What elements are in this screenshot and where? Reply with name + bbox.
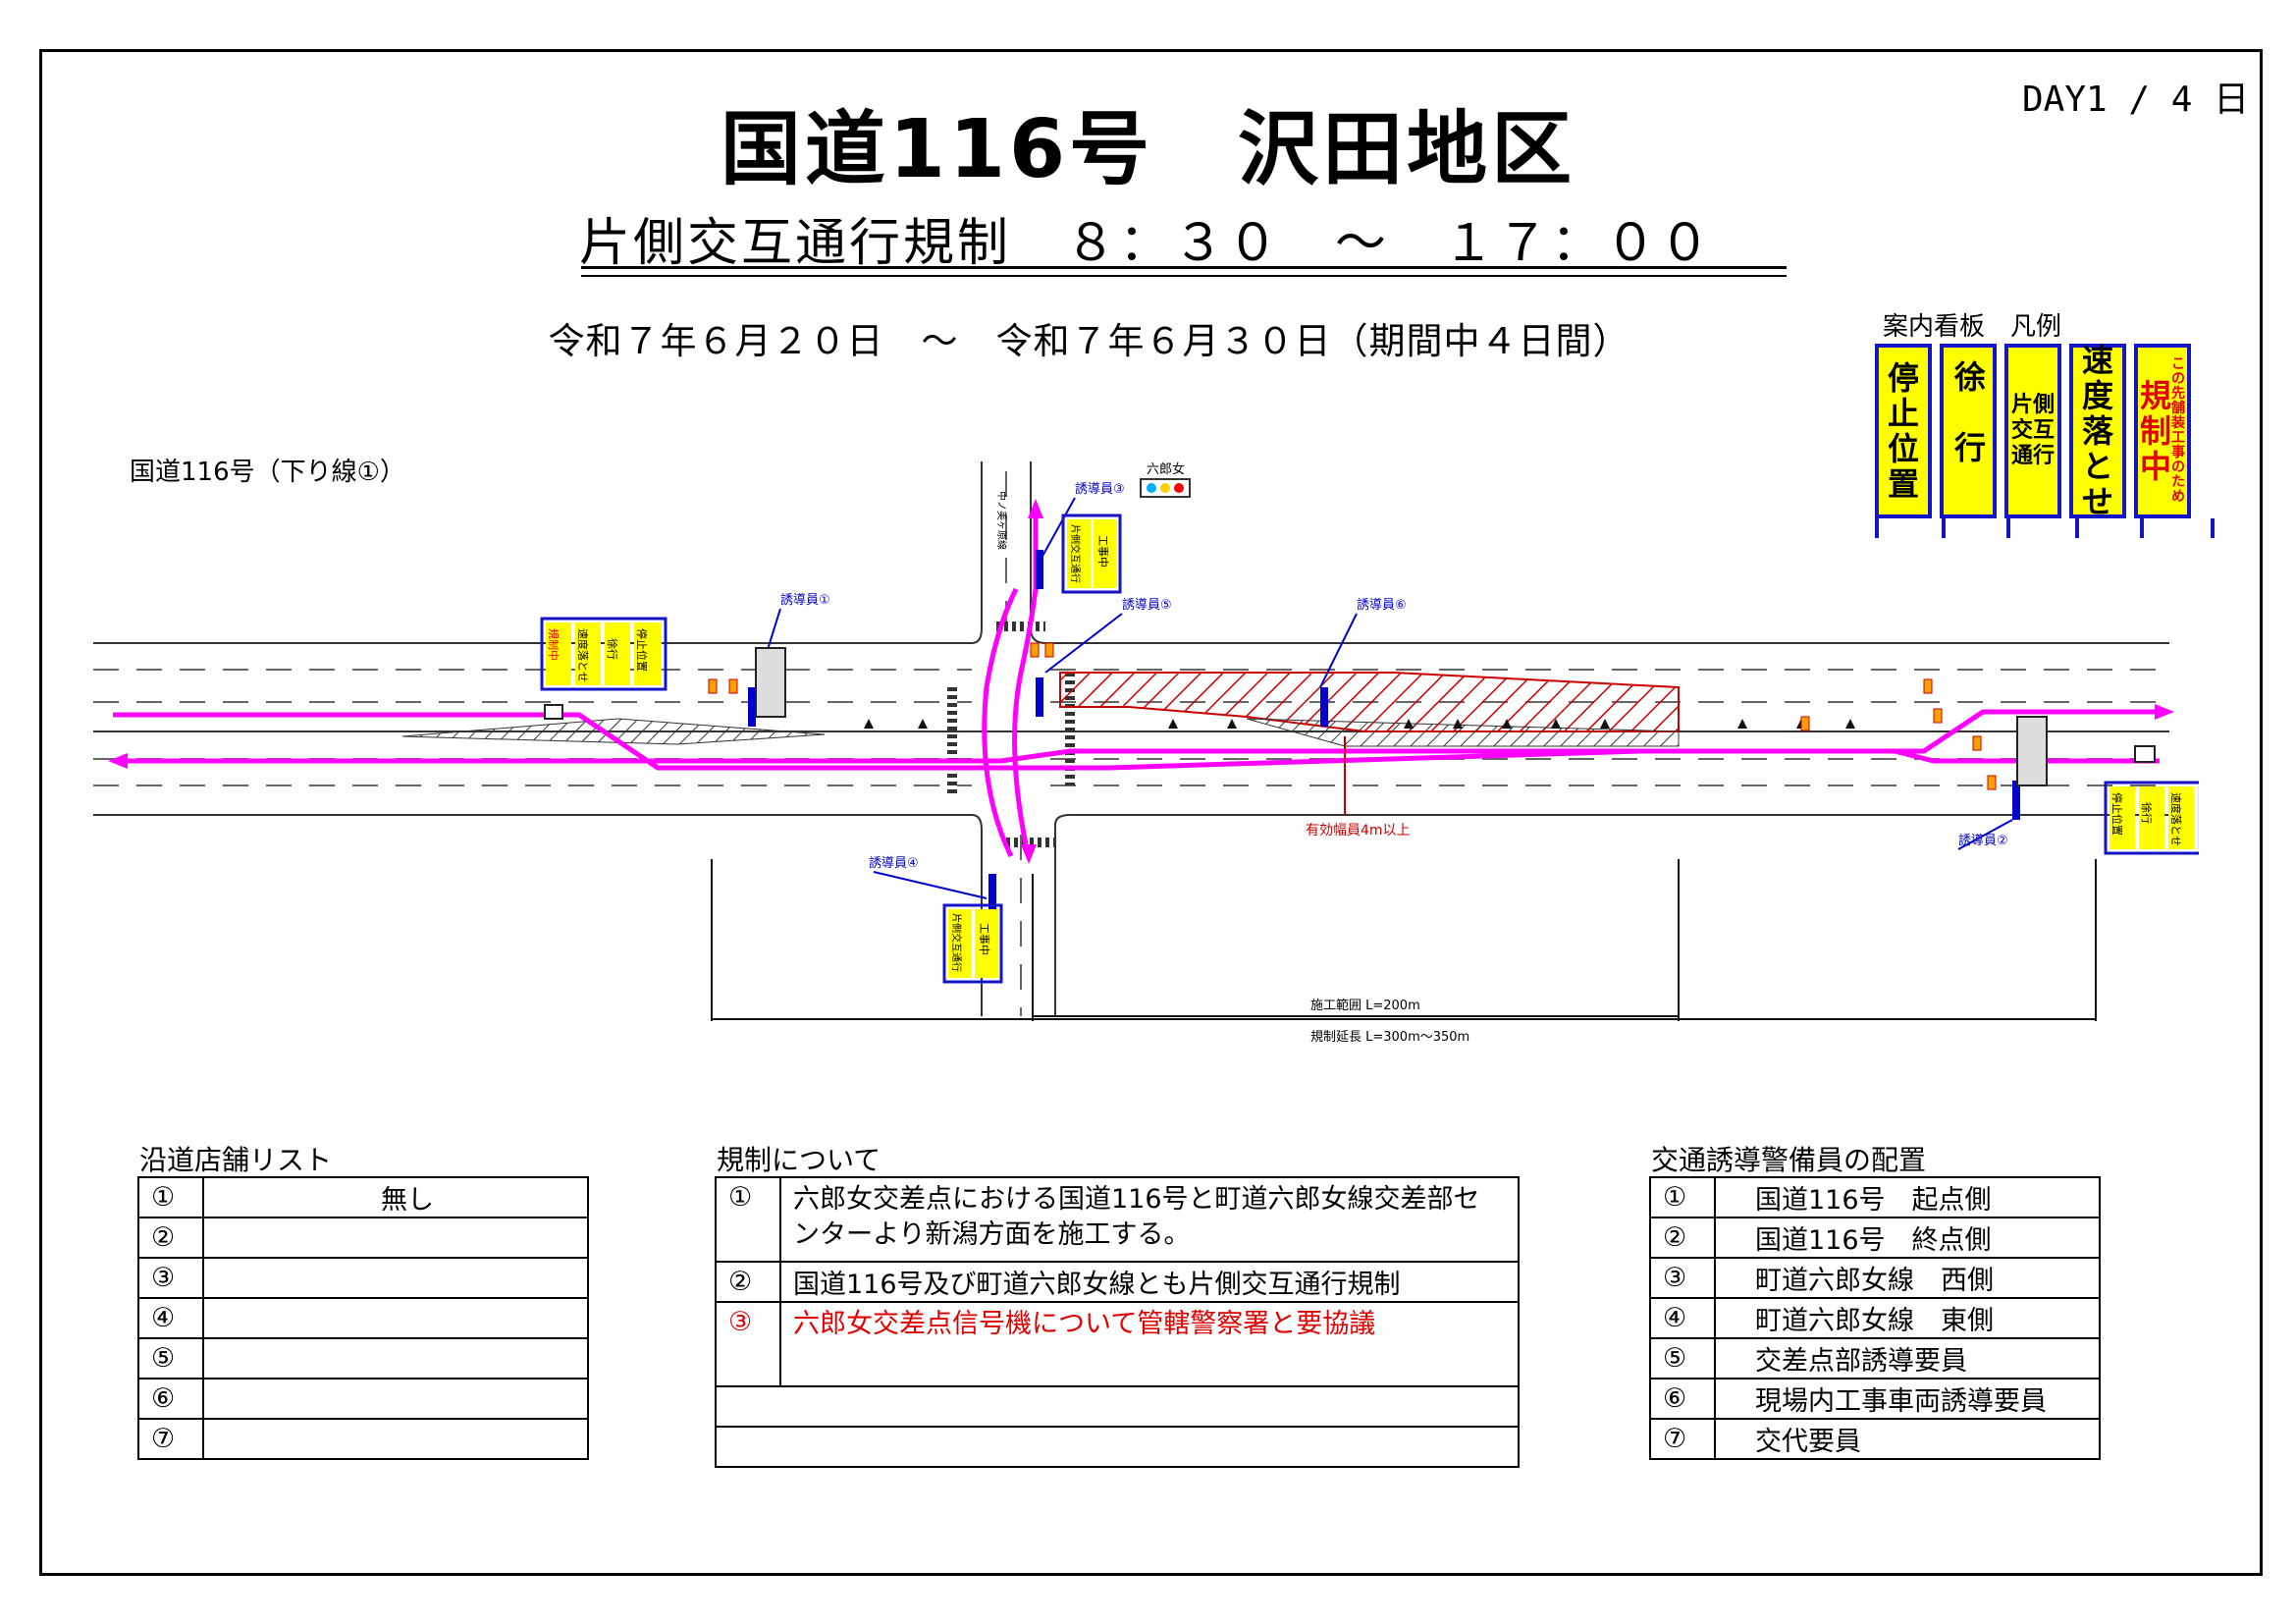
sign-slow-down: 速度落とせ xyxy=(2069,343,2126,519)
board-west: 規制中 速度落とせ 徐行 停止位置 xyxy=(540,617,667,691)
arrow-board-west xyxy=(544,704,563,720)
svg-text:規制中: 規制中 xyxy=(547,628,561,661)
svg-text:片側交互通行: 片側交互通行 xyxy=(950,913,963,972)
construction-range-label: 施工範囲 L=200m xyxy=(1310,999,1420,1013)
shops-title: 沿道店舗リスト xyxy=(139,1144,333,1176)
svg-text:速度落とせ: 速度落とせ xyxy=(2169,792,2183,846)
svg-text:徐行: 徐行 xyxy=(2140,802,2154,824)
guide-figures xyxy=(748,550,2020,913)
svg-text:停止位置: 停止位置 xyxy=(2110,792,2124,836)
signal-red-light xyxy=(1174,483,1184,493)
table-row: ③ xyxy=(137,1257,589,1299)
svg-text:速度落とせ: 速度落とせ xyxy=(576,628,590,682)
subtitle-underline-2 xyxy=(581,275,1787,277)
svg-text:徐行: 徐行 xyxy=(606,638,619,660)
legend-title: 案内看板 凡例 xyxy=(1883,312,2062,342)
sign-under-regulation: 規制中 この先舗装工事のため xyxy=(2134,344,2191,518)
guide-3-label: 誘導員③ xyxy=(1075,482,1125,497)
taper-zone-west xyxy=(401,718,826,745)
taper-zone-east xyxy=(1246,718,1680,747)
board-north: 片側交互通行 工事中 xyxy=(1061,514,1122,594)
guide-5-label: 誘導員⑤ xyxy=(1122,598,1172,613)
sign-slow-text: 徐行 xyxy=(1949,360,1987,502)
day-counter: DAY1 / 4 日 xyxy=(2022,80,2250,120)
road-label: 国道116号（下り線①） xyxy=(130,458,405,487)
lane-markings xyxy=(93,471,2169,1016)
signal-blue-light xyxy=(1147,483,1156,493)
guide-4-label: 誘導員④ xyxy=(869,856,919,871)
sign-slow: 徐行 xyxy=(1940,344,1997,518)
table-row: ④ xyxy=(137,1297,589,1339)
svg-text:工事中: 工事中 xyxy=(1096,535,1109,568)
guide-6-label: 誘導員⑥ xyxy=(1357,598,1407,613)
signal-label: 六郎女 xyxy=(1147,461,1185,477)
warning-lamps xyxy=(708,642,1997,790)
main-road xyxy=(93,461,2169,1016)
dimension-lines xyxy=(711,859,2097,1021)
table-row xyxy=(715,1426,1520,1468)
sign-reg-note: この先舗装工事のため xyxy=(2171,356,2186,505)
subtitle-underline xyxy=(581,266,1787,269)
traffic-cones xyxy=(864,719,1855,729)
sign-legend: 停止位置 徐行 片側交互通行 速度落とせ 規制中 この先舗装工事のため xyxy=(1875,343,2191,519)
work-truck-west xyxy=(755,647,786,718)
work-truck-east xyxy=(2016,716,2048,786)
traffic-route xyxy=(113,511,2160,858)
table-row: ⑦ xyxy=(137,1418,589,1460)
drawing-frame xyxy=(39,49,2263,1576)
table-row: ② xyxy=(137,1217,589,1259)
regulation-period: 令和７年６月２０日 ～ 令和７年６月３０日（期間中４日間） xyxy=(548,320,1630,362)
guide-2-label: 誘導員② xyxy=(1958,834,2008,848)
sign-alternating: 片側交互通行 xyxy=(2004,344,2061,518)
board-south: 片側交互通行 工事中 xyxy=(942,903,1003,984)
guide-1-label: 誘導員① xyxy=(780,593,830,608)
effective-width-label: 有効幅員4m以上 xyxy=(1306,823,1411,839)
svg-text:工事中: 工事中 xyxy=(978,923,990,955)
table-row: ⑥ xyxy=(137,1378,589,1420)
regulation-length-label: 規制延長 L=300m～350m xyxy=(1310,1030,1469,1045)
sign-stop-position: 停止位置 xyxy=(1875,344,1932,518)
table-row: ⑤ xyxy=(137,1337,589,1380)
route-arrowheads xyxy=(108,499,2174,864)
page-subtitle: 片側交互通行規制 ８：３０ ～ １７：００ xyxy=(579,214,1714,273)
traffic-diagram: 六郎女 中ノ美ヶ原線 誘導員① 誘導員② 誘導員③ 誘導員④ 誘導員⑤ 誘導員⑥… xyxy=(93,461,2199,1045)
sign-reg-main: 規制中 xyxy=(2140,377,2172,485)
crosswalks xyxy=(947,622,1075,847)
guards-title: 交通誘導警備員の配置 xyxy=(1651,1144,1927,1176)
arrow-board-east xyxy=(2134,745,2156,763)
table-row xyxy=(715,1385,1520,1428)
regulation-title: 規制について xyxy=(717,1144,881,1176)
signal-yellow-light xyxy=(1160,483,1170,493)
legend-sign-legs xyxy=(1875,518,2215,538)
page-title: 国道116号 沢田地区 xyxy=(720,103,1576,196)
svg-text:片側交互通行: 片側交互通行 xyxy=(1069,524,1082,583)
side-road-label: 中ノ美ヶ原線 xyxy=(995,491,1008,550)
board-east: 停止位置 徐行 速度落とせ 規制中 xyxy=(2104,781,2199,855)
svg-text:停止位置: 停止位置 xyxy=(635,628,649,672)
guide-callouts: 誘導員① 誘導員② 誘導員③ 誘導員④ 誘導員⑤ 誘導員⑥ xyxy=(780,482,2008,871)
